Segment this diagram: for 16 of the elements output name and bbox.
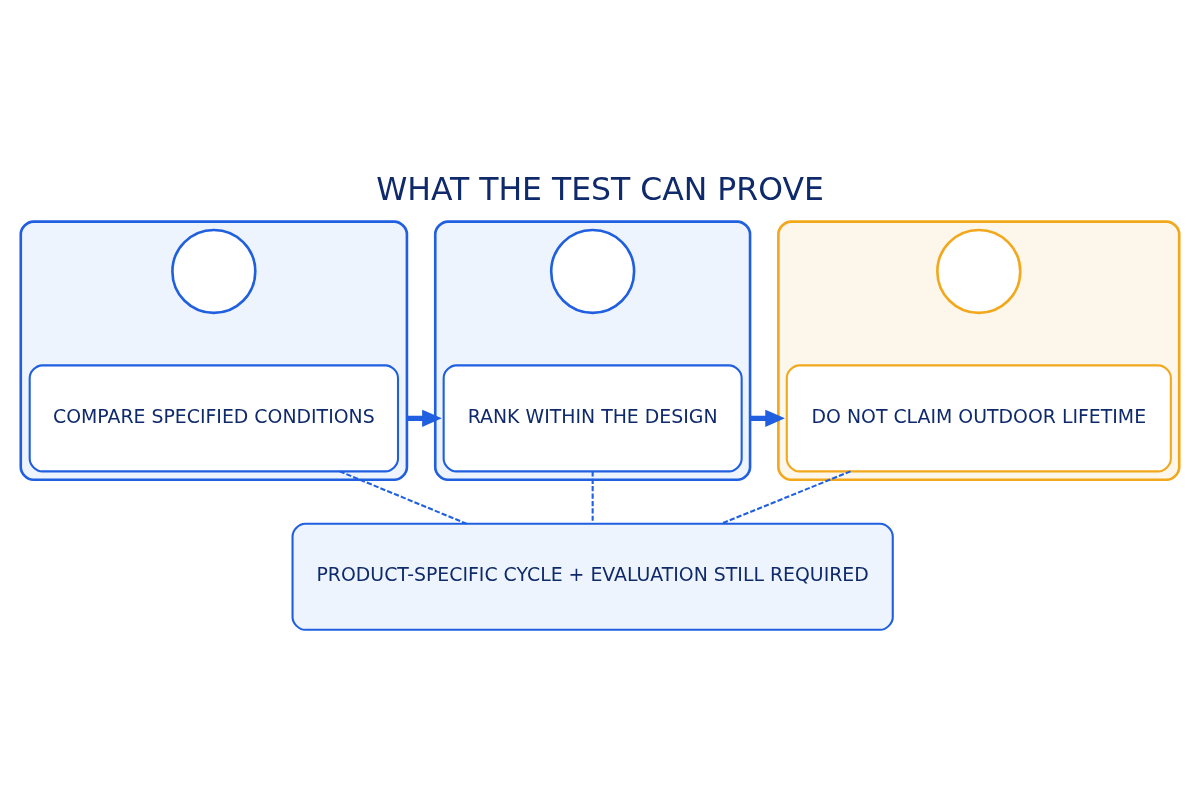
- cluster: [777, 220, 1181, 482]
- connector: [591, 471, 594, 524]
- cluster: [19, 220, 409, 482]
- connector: [339, 470, 467, 525]
- arrow: [406, 409, 442, 427]
- cluster: [433, 220, 752, 482]
- node-box: COMPARE SPECIFIED CONDITIONS: [28, 364, 400, 473]
- node-box: DO NOT CLAIM OUTDOOR LIFETIME: [785, 364, 1172, 473]
- node-circle: [936, 228, 1022, 315]
- diagram-title: WHAT THE TEST CAN PROVE: [376, 170, 824, 207]
- node-box: RANK WITHIN THE DESIGN: [442, 364, 743, 473]
- node-box: PRODUCT-SPECIFIC CYCLE + EVALUATION STILL REQUIRED: [291, 522, 894, 631]
- connector: [720, 470, 851, 525]
- arrow: [750, 409, 785, 427]
- node-circle: [549, 228, 636, 315]
- node-circle: [171, 228, 257, 315]
